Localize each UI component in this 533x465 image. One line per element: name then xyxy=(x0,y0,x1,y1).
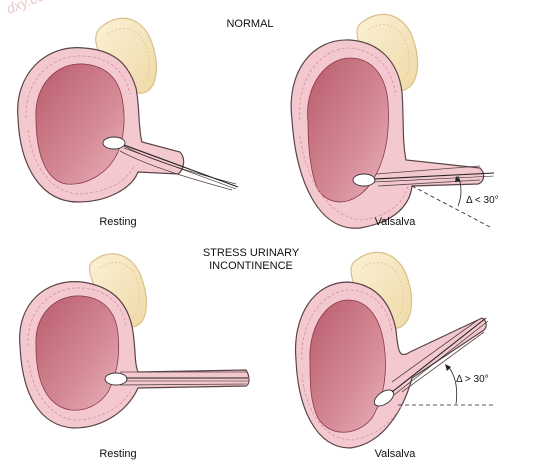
urethra-catheter xyxy=(373,317,489,407)
sui-title-line1: STRESS URINARY xyxy=(202,247,300,259)
sui-resting-label: Resting xyxy=(99,448,137,460)
sui-title: STRESS URINARY INCONTINENCE xyxy=(186,247,316,273)
urethra-catheter xyxy=(352,165,495,187)
angle-label: Δ > 30° xyxy=(456,374,489,385)
normal-valsalva-figure: Δ < 30° xyxy=(290,13,499,229)
sui-resting-figure xyxy=(19,253,250,429)
angle-label: Δ < 30° xyxy=(466,195,499,206)
bladder xyxy=(294,281,487,449)
urethra-catheter xyxy=(102,136,239,191)
pubic-bone xyxy=(88,253,147,328)
bladder xyxy=(17,47,185,203)
normal-valsalva-label: Valsalva xyxy=(374,216,416,228)
normal-resting-label: Resting xyxy=(99,216,137,228)
angle-indicator: Δ > 30° xyxy=(398,364,494,406)
bladder xyxy=(290,39,485,229)
sui-valsalva-label: Valsalva xyxy=(374,448,416,460)
urethra-catheter xyxy=(104,371,248,386)
sui-title-line2: INCONTINENCE xyxy=(209,260,293,272)
normal-title: NORMAL xyxy=(226,18,274,30)
angle-indicator: Δ < 30° xyxy=(411,175,499,229)
sui-valsalva-figure: Δ > 30° xyxy=(294,251,494,449)
normal-resting-figure xyxy=(17,17,239,203)
bladder xyxy=(19,281,250,429)
